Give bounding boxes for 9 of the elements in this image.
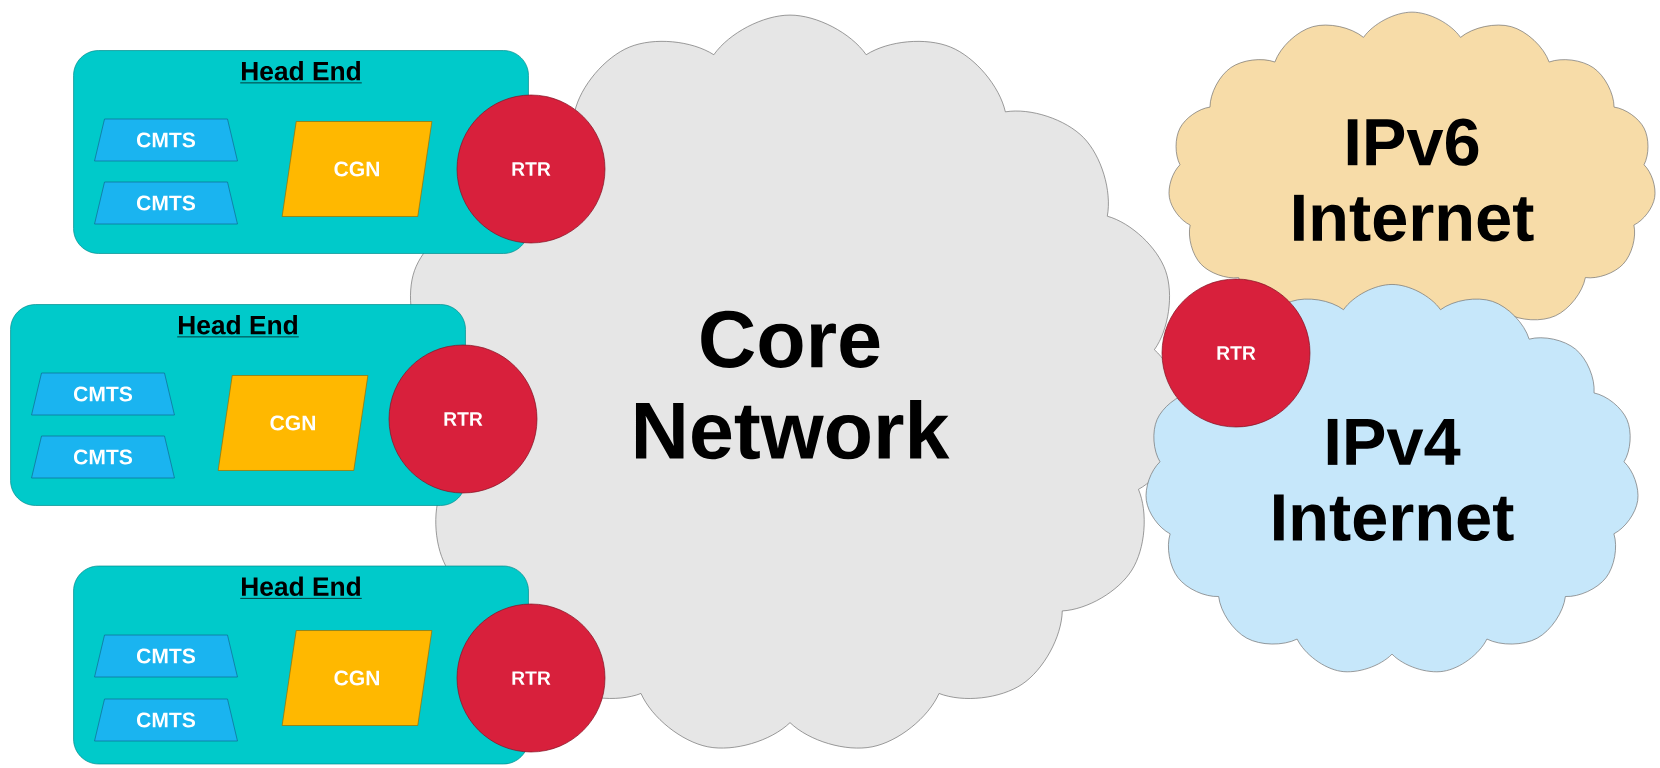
cmts-box: CMTS [31,435,175,479]
cgn-box: CGN [281,121,433,217]
cgn-box: CGN [217,375,369,471]
cgn-box: CGN [281,630,433,726]
cmts-box: CMTS [94,118,238,162]
cmts-box: CMTS [94,181,238,225]
cmts-box: CMTS [94,698,238,742]
cmts-box: CMTS [31,372,175,416]
cmts-box: CMTS [94,634,238,678]
